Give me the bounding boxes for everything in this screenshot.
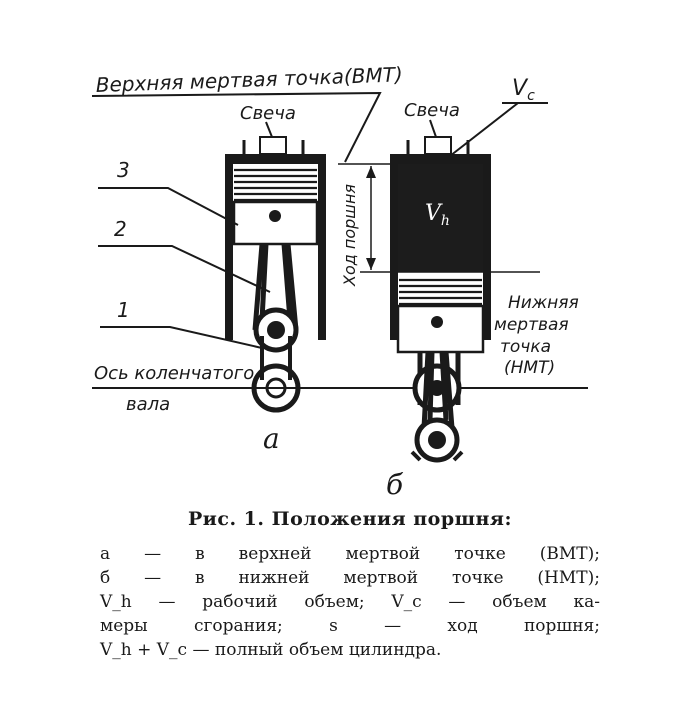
caption-line-2: б — в нижней мертвой точке (НМТ); — [100, 568, 600, 588]
crank-axis-label-line1: Ось коленчатого — [94, 363, 254, 384]
spark-plug-b-icon — [424, 136, 452, 155]
crank-axis-label-line2: вала — [126, 394, 170, 415]
part-3-label: 3 — [117, 158, 130, 182]
piston-a-pin — [269, 210, 281, 222]
part-1-leader — [100, 326, 263, 349]
caption-line-3: V_h — рабочий объем; V_c — объем ка- — [100, 592, 600, 612]
working-volume-vh — [398, 164, 483, 272]
part-1-label: 1 — [117, 298, 130, 322]
cylinder-a — [225, 136, 326, 413]
cylinder-b — [390, 136, 491, 463]
tdc-leader-line — [91, 91, 382, 163]
cylinder-b-head — [390, 154, 491, 164]
piston-a-rings — [234, 168, 317, 202]
bdc-label-line2: мертвая — [494, 315, 569, 335]
vc-leader — [449, 102, 548, 157]
vh-label: Vh — [425, 201, 450, 229]
part-2-leader — [98, 245, 271, 293]
vc-label: Vc — [512, 76, 535, 104]
part-2-label: 2 — [114, 217, 127, 241]
caption-line-4: меры сгорания; s — ход поршня; — [100, 616, 600, 636]
caption-line-1: а — в верхней мертвой точке (ВМТ); — [100, 544, 600, 564]
part-3-leader — [98, 187, 239, 226]
stroke-label: Ход поршня — [340, 184, 359, 287]
stroke-dimension — [338, 163, 540, 273]
figure-b-letter: б — [386, 468, 404, 501]
figure-a-letter: а — [263, 422, 280, 455]
bdc-label-line3: точка — [500, 337, 551, 357]
piston-b-rings — [399, 278, 482, 306]
piston-b-pin — [431, 316, 443, 328]
bdc-label-line4: (НМТ) — [504, 358, 555, 378]
bdc-label-line1: Нижняя — [508, 293, 579, 313]
piston-b — [396, 304, 485, 354]
caption-title: Рис. 1. Положения поршня: — [188, 508, 512, 530]
tdc-label: Верхняя мертвая точка(ВМТ) — [95, 62, 403, 97]
figure-caption: Рис. 1. Положения поршня: а — в верхней … — [100, 508, 600, 662]
connecting-rod-b — [421, 351, 455, 429]
spark-plug-a-label: Свеча — [240, 103, 296, 124]
spark-plug-a-icon — [259, 136, 287, 155]
caption-line-5: V_h + V_c — полный объем цилиндра. — [100, 640, 442, 660]
cylinder-a-head — [225, 154, 326, 164]
piston-a — [232, 200, 319, 246]
spark-plug-b-label: Свеча — [404, 100, 460, 121]
